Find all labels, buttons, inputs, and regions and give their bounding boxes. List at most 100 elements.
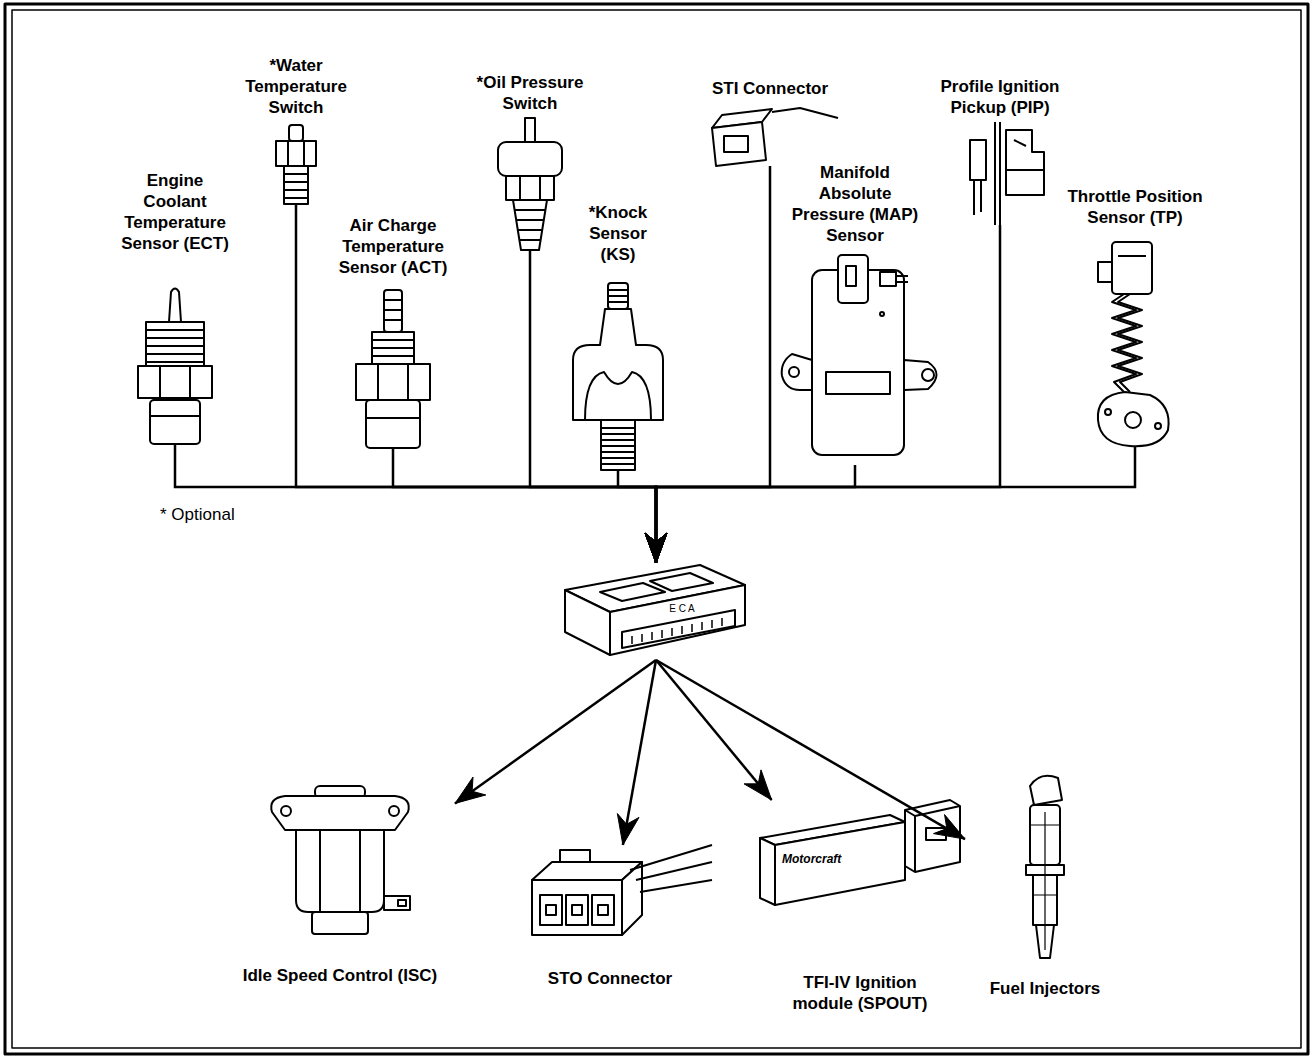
- signal-arrow: [656, 660, 772, 800]
- coolant-sensor-drawing: [150, 415, 200, 417]
- signal-line: [656, 660, 772, 800]
- text-group: STI Connector: [706, 78, 834, 99]
- text-group: TFI-IV Ignition module (SPOUT): [785, 972, 935, 1014]
- eca-module-drawing: [565, 590, 610, 655]
- coolant-sensor-drawing: [160, 366, 190, 398]
- eca-module-drawing: [622, 610, 735, 648]
- sti-connector-drawing: [712, 122, 766, 166]
- injector-item: Fuel Injectors: [965, 772, 1125, 999]
- tfi-module-drawing: [905, 806, 960, 872]
- text-group: Profile Ignition Pickup (PIP): [920, 76, 1080, 118]
- pickup-item: Profile Ignition Pickup (PIP): [915, 76, 1085, 225]
- air-charge-sensor-drawing: [356, 364, 430, 400]
- map-sensor-drawing: [880, 312, 884, 316]
- coolant-sensor-drawing: [169, 289, 181, 323]
- fuel-injector-drawing: [1026, 776, 1064, 958]
- idle-control-drawing: [384, 896, 410, 910]
- water-switch-drawing: [276, 141, 316, 166]
- text-group: Manifold Absolute Pressure (MAP) Sensor: [787, 162, 923, 246]
- tfi-module-drawing: [760, 838, 775, 905]
- map-sensor-drawing: [922, 369, 934, 381]
- fuel-injector-drawing: [1030, 812, 1060, 950]
- sto-connector-drawing: [546, 905, 556, 915]
- page-frame: [12, 10, 1301, 1048]
- arrow-head: [617, 814, 639, 845]
- part-name: STI Connector: [706, 78, 834, 99]
- water-switch-drawing: [289, 125, 303, 141]
- signal-arrow: [656, 660, 965, 839]
- knock-sensor-drawing: [601, 428, 635, 464]
- sti-connector-drawing: [772, 108, 838, 118]
- footnote: * Optional: [160, 505, 235, 525]
- eca-module-drawing: [565, 565, 745, 655]
- air-charge-sensor-drawing: [384, 290, 402, 332]
- idle-control-drawing: [281, 806, 291, 816]
- oil-switch-drawing: [525, 118, 535, 142]
- signal-line: [656, 465, 855, 563]
- throttle-sensor-drawing: [1118, 255, 1146, 257]
- knock-sensor-drawing: [608, 290, 628, 302]
- signal-arrow: [645, 225, 1000, 563]
- throttle-sensor-drawing: [1125, 412, 1141, 428]
- throttle-sensor-drawing: [1098, 262, 1112, 282]
- eca-module-drawing: [600, 583, 665, 601]
- idle-control-drawing: [296, 830, 384, 912]
- idle-control-drawing: [389, 806, 399, 816]
- arrow-head: [934, 815, 965, 840]
- text-group: E C A: [657, 603, 707, 615]
- throttle-sensor-drawing: [1155, 423, 1161, 429]
- part-name: *Water Temperature Switch: [240, 55, 352, 118]
- sensor-item: Throttle Position Sensor (TP): [1045, 186, 1225, 447]
- brand-mark: Motorcraft: [782, 852, 841, 866]
- pip-pickup-drawing: [970, 122, 1044, 225]
- signal-arrow: [645, 447, 1135, 563]
- map-sensor-drawing: [782, 354, 812, 390]
- map-sensor-drawing: [826, 372, 890, 394]
- knock-sensor-drawing: [573, 309, 663, 420]
- signal-arrow: [645, 166, 770, 563]
- signal-line: [656, 660, 965, 839]
- water-switch-drawing: [276, 125, 316, 204]
- sto-connector-drawing: [532, 845, 712, 935]
- sto-connector-drawing: [622, 862, 642, 935]
- map-sensor-drawing: [846, 266, 856, 286]
- signal-line: [618, 471, 656, 563]
- switch-item: *Oil Pressure Switch: [460, 72, 600, 251]
- sensor-item: Air Charge Temperature Sensor (ACT): [333, 215, 453, 449]
- pip-pickup-drawing: [1006, 140, 1044, 170]
- idle-control-drawing: [320, 830, 360, 912]
- water-switch-drawing: [284, 166, 308, 204]
- signal-line: [530, 251, 656, 563]
- signal-arrow: [617, 660, 656, 845]
- tfi-module-drawing: [760, 800, 960, 905]
- air-charge-sensor-drawing: [366, 417, 420, 419]
- part-name: Manifold Absolute Pressure (MAP) Sensor: [787, 162, 923, 246]
- knock-sensor-drawing: [601, 420, 635, 470]
- air-charge-sensor-drawing: [372, 332, 414, 364]
- eca-module-drawing: [632, 618, 722, 644]
- part-name: E C A: [657, 603, 707, 615]
- map-sensor-drawing: [838, 255, 868, 303]
- water-switch-drawing: [288, 141, 304, 166]
- signal-arrow: [530, 251, 667, 563]
- map-sensor-drawing: [789, 367, 799, 377]
- text-group: Engine Coolant Temperature Sensor (ECT): [121, 170, 229, 254]
- signal-arrow: [645, 465, 855, 563]
- oil-switch-drawing: [498, 118, 562, 250]
- part-name: Engine Coolant Temperature Sensor (ECT): [121, 170, 229, 254]
- pip-pickup-drawing: [995, 122, 1000, 225]
- sto-connector-drawing: [592, 895, 614, 925]
- map-sensor-drawing: [896, 276, 908, 282]
- sto-connector-drawing: [566, 895, 588, 925]
- part-name: *Knock Sensor (KS): [576, 202, 660, 265]
- air-charge-sensor-drawing: [366, 400, 420, 448]
- sto-connector-drawing: [540, 895, 562, 925]
- water-switch-drawing: [284, 174, 308, 198]
- arrow-head: [455, 777, 486, 803]
- control-module: E C A: [565, 563, 747, 660]
- signal-line: [455, 660, 656, 803]
- fuel-injector-drawing: [1030, 776, 1062, 805]
- sto-connector-drawing: [532, 880, 622, 935]
